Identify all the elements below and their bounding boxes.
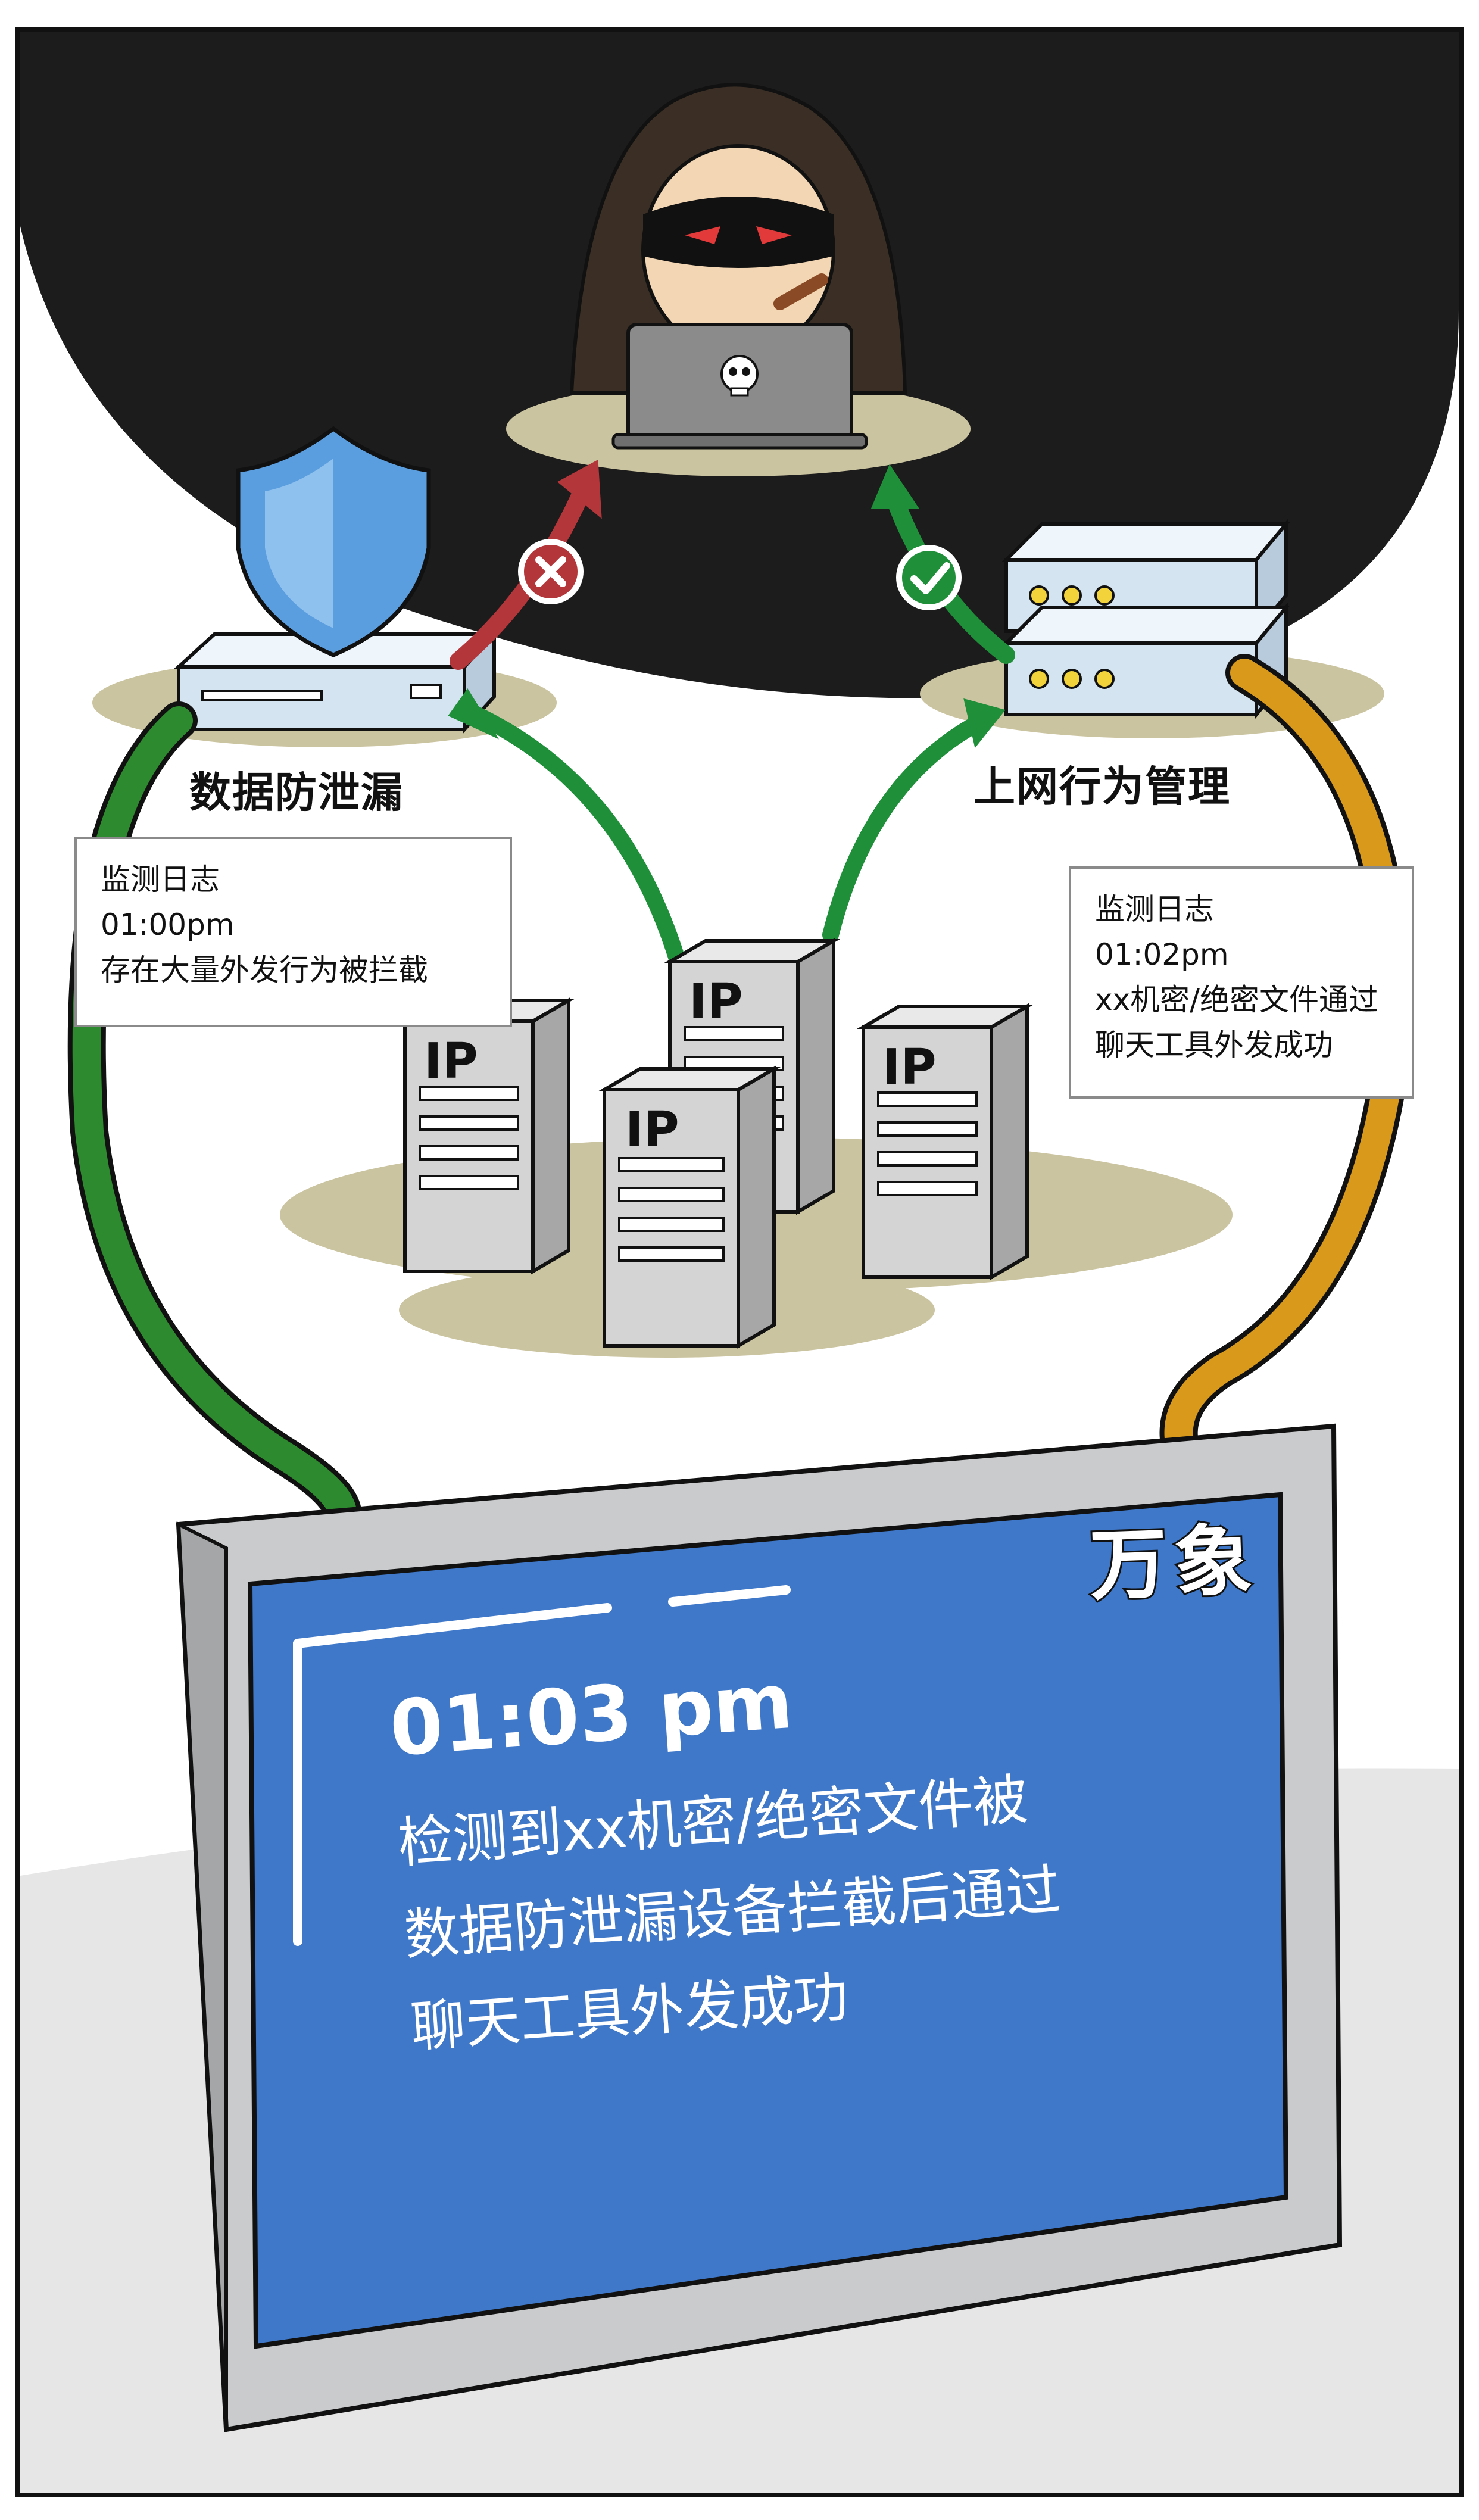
right-log-bubble: 监测日志 01:02pm xx机密/绝密文件通过 聊天工具外发成功 (1069, 866, 1414, 1099)
right-log-time: 01:02pm (1095, 937, 1229, 972)
monitor-message: 01:03 pm 检测到xx机密/绝密文件被 数据防泄漏设备拦截后通过 聊天工具… (387, 1639, 1070, 2073)
left-log-time: 01:00pm (101, 907, 235, 942)
skull-icon (720, 355, 759, 397)
left-log-bubble: 监测日志 01:00pm 存在大量外发行为被拦截 (74, 837, 512, 1027)
web-behavior-label: 上网行为管理 (973, 762, 1231, 811)
server-to-dlp-arrowhead (448, 688, 499, 740)
right-log-message-line: xx机密/绝密文件通过 (1095, 983, 1379, 1017)
hacker-figure (506, 83, 971, 476)
monitor (176, 1423, 1343, 2432)
shield-icon (236, 426, 431, 657)
right-device (1001, 519, 1290, 720)
left-log-title: 监测日志 (101, 862, 220, 897)
allowed-check-icon (896, 545, 962, 610)
server-tag: IP (882, 1039, 937, 1096)
server-tower-icon (398, 997, 576, 1275)
server-tag: IP (625, 1102, 679, 1158)
server-to-web-arrow (822, 712, 991, 943)
server-tag: IP (689, 974, 743, 1030)
dlp-label: 数据防泄漏 (189, 768, 404, 817)
cable-left (72, 706, 357, 1539)
monitor-screen (247, 1492, 1289, 2349)
allowed-arrowhead (870, 464, 920, 509)
server-tower-icon (597, 1065, 781, 1349)
server-tower-icon (856, 1003, 1034, 1281)
left-log-message: 存在大量外发行为被拦截 (101, 953, 428, 987)
brand-logo-text: 万象 (1087, 1513, 1262, 1613)
blocked-x-icon (518, 539, 584, 604)
server-tag: IP (424, 1033, 478, 1090)
server-to-dlp-arrow (468, 706, 687, 973)
right-log-message-line: 聊天工具外发成功 (1095, 1028, 1333, 1062)
server-to-web-arrowhead (963, 698, 1006, 748)
cable-right (1164, 659, 1406, 1467)
blocked-arrowhead (557, 459, 602, 519)
right-log-title: 监测日志 (1095, 892, 1214, 927)
